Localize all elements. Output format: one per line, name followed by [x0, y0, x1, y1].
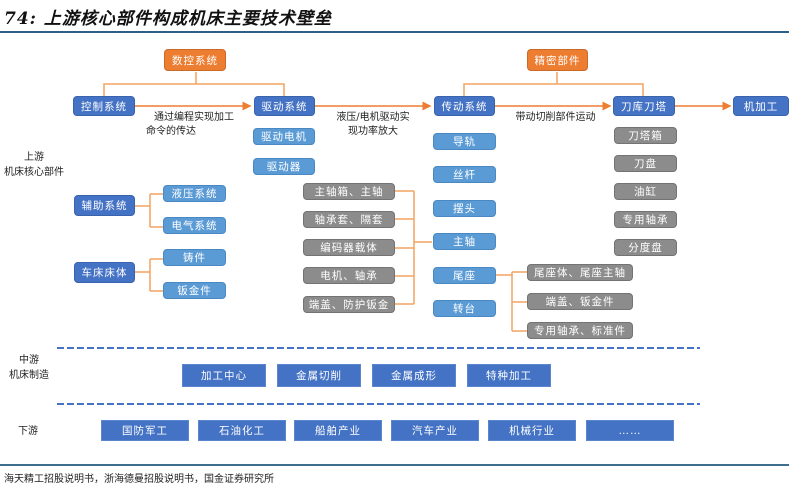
midstream-item-4: 特种加工 [467, 364, 551, 387]
guide-rail-box: 导轨 [433, 133, 496, 150]
precision-parts-box: 精密部件 [527, 49, 588, 71]
lead-screw-box: 丝杆 [433, 166, 496, 183]
upstream-label-line1: 上游 [24, 152, 44, 163]
downstream-item-5: 机械行业 [488, 420, 576, 441]
downstream-item-6: …… [586, 420, 674, 441]
top-rule [0, 31, 789, 33]
turret-part-3: 油缸 [614, 183, 677, 200]
spindle-part-4: 电机、轴承 [303, 267, 395, 284]
drive-note-line2: 现功率放大 [348, 126, 398, 137]
electrical-system-box: 电气系统 [163, 217, 226, 234]
spindle-branch [395, 190, 432, 305]
midstream-item-3: 金属成形 [372, 364, 456, 387]
spindle-part-3: 编码器载体 [303, 239, 395, 256]
hydraulic-system-box: 液压系统 [163, 185, 226, 202]
sheet-metal-box: 钣金件 [163, 282, 226, 299]
downstream-item-4: 汽车产业 [391, 420, 479, 441]
drive-note-line1: 液压/电机驱动实 [336, 112, 410, 123]
downstream-label: 下游 [18, 426, 38, 437]
rotary-table-box: 转台 [433, 300, 496, 317]
driver-box: 驱动器 [253, 158, 315, 175]
turret-part-4: 专用轴承 [614, 211, 677, 228]
bottom-rule [0, 464, 789, 466]
spindle-box: 主轴 [433, 233, 496, 250]
upstream-label: 上游 机床核心部件 [0, 150, 68, 180]
transmission-system-box: 传动系统 [434, 96, 495, 116]
transmission-note: 带动切削部件运动 [515, 112, 596, 123]
upstream-label-line2: 机床核心部件 [4, 167, 64, 178]
precision-bracket [463, 72, 644, 96]
control-note-line1: 通过编程实现加工 [154, 112, 234, 123]
control-note: 通过编程实现加工 命令的传达 [146, 111, 242, 139]
downstream-item-2: 石油化工 [198, 420, 286, 441]
turret-part-2: 刀盘 [614, 155, 677, 172]
midstream-label: 中游 机床制造 [0, 353, 58, 383]
source-note: 海天精工招股说明书，浙海德曼招股说明书，国金证券研究所 [4, 474, 274, 485]
drive-motor-box: 驱动电机 [253, 128, 315, 145]
figure-title: 74: 上游核心部件构成机床主要技术壁垒 [4, 9, 332, 29]
tailstock-part-3: 专用轴承、标准件 [527, 322, 633, 339]
spindle-part-5: 端盖、防护钣金 [303, 296, 395, 313]
tailstock-box: 尾座 [433, 267, 496, 284]
lathe-bed-box: 车床床体 [74, 262, 135, 283]
auxiliary-branch [135, 193, 163, 228]
cnc-bracket [103, 72, 285, 96]
tailstock-part-2: 端盖、钣金件 [527, 293, 633, 310]
control-note-line2: 命令的传达 [146, 126, 196, 137]
midstream-label-line2: 机床制造 [9, 370, 49, 381]
tailstock-branch [496, 271, 527, 332]
tailstock-part-1: 尾座体、尾座主轴 [527, 264, 633, 281]
midstream-item-2: 金属切削 [277, 364, 361, 387]
casting-box: 铸件 [163, 249, 226, 266]
spindle-part-1: 主轴箱、主轴 [303, 183, 395, 200]
cnc-system-box: 数控系统 [164, 49, 226, 71]
machining-box: 机加工 [733, 96, 789, 116]
bed-branch [135, 258, 163, 292]
spindle-part-2: 轴承套、隔套 [303, 211, 395, 228]
auxiliary-system-box: 辅助系统 [74, 195, 135, 216]
drive-system-box: 驱动系统 [254, 96, 315, 116]
turret-part-5: 分度盘 [614, 239, 677, 256]
midstream-item-1: 加工中心 [182, 364, 266, 387]
control-system-box: 控制系统 [73, 96, 135, 116]
downstream-item-3: 船舶产业 [294, 420, 382, 441]
tool-turret-box: 刀库刀塔 [613, 96, 675, 116]
drive-note: 液压/电机驱动实 现功率放大 [328, 111, 418, 139]
downstream-item-1: 国防军工 [101, 420, 189, 441]
midstream-label-line1: 中游 [19, 355, 39, 366]
turret-part-1: 刀塔箱 [614, 127, 677, 144]
swing-head-box: 摆头 [433, 200, 496, 217]
